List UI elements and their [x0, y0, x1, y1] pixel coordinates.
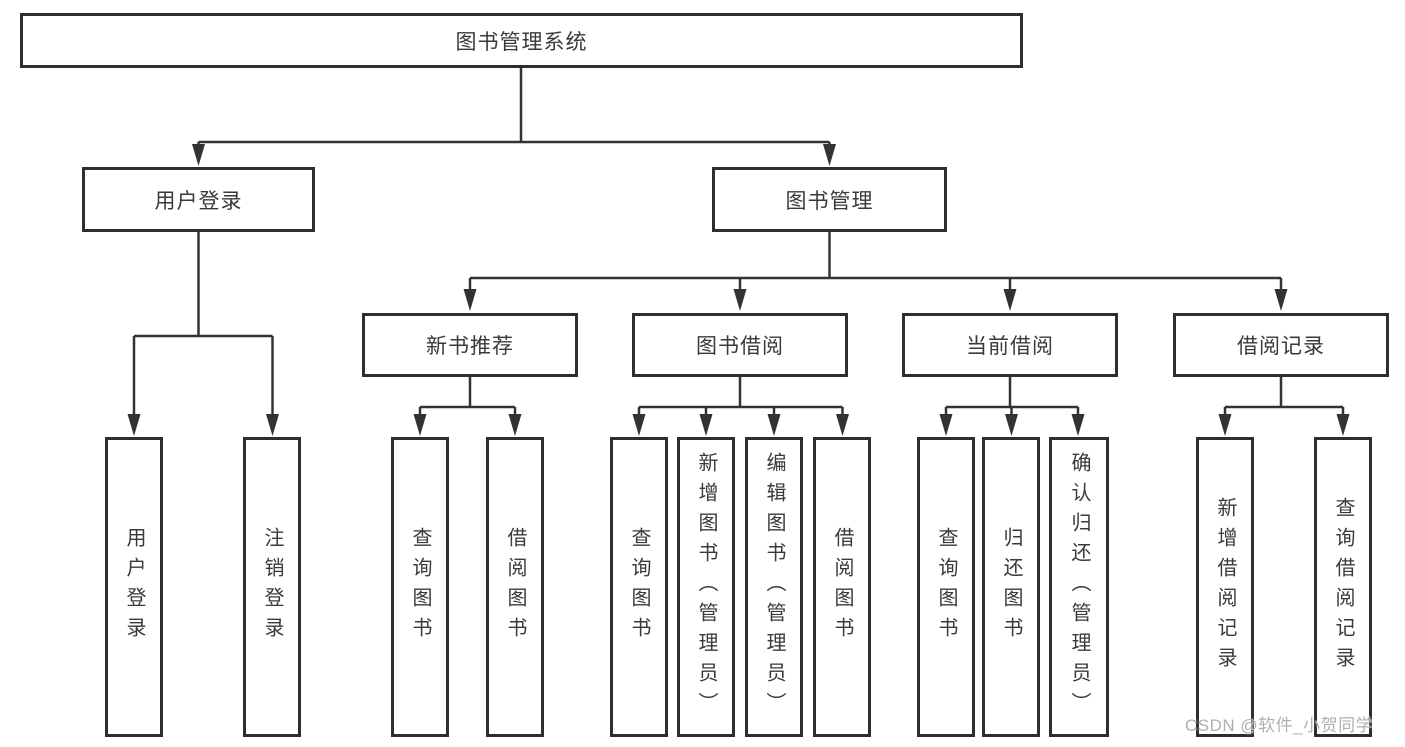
- leaf-borrowing-borrow-books: 借阅图书: [813, 437, 871, 737]
- node-root: 图书管理系统: [20, 13, 1023, 68]
- leaf-add-book-admin-label: 新增图书（管理员）: [695, 452, 717, 722]
- leaf-logout: 注销登录: [243, 437, 301, 737]
- node-current-borrowing: 当前借阅: [902, 313, 1118, 377]
- leaf-recommend-query-books-label: 查询图书: [409, 527, 431, 647]
- csdn-watermark: CSDN @软件_小贺同学: [1185, 716, 1374, 735]
- leaf-add-book-admin: 新增图书（管理员）: [677, 437, 735, 737]
- node-borrowing-records: 借阅记录: [1173, 313, 1389, 377]
- leaf-edit-book-admin: 编辑图书（管理员）: [745, 437, 803, 737]
- arrowhead-icons: [127, 144, 1350, 436]
- leaf-user-login-label: 用户登录: [123, 527, 145, 647]
- leaf-recommend-query-books: 查询图书: [391, 437, 449, 737]
- leaf-recommend-borrow-books: 借阅图书: [486, 437, 544, 737]
- node-book-borrowing-label: 图书借阅: [696, 335, 784, 358]
- leaf-query-borrow-record-label: 查询借阅记录: [1332, 497, 1354, 677]
- leaf-return-book: 归还图书: [982, 437, 1040, 737]
- leaf-confirm-return-admin-label: 确认归还（管理员）: [1068, 452, 1090, 722]
- leaf-edit-book-admin-label: 编辑图书（管理员）: [763, 452, 785, 722]
- node-root-label: 图书管理系统: [455, 30, 588, 54]
- node-book-borrowing: 图书借阅: [632, 313, 848, 377]
- node-book-management: 图书管理: [712, 167, 947, 232]
- leaf-user-login: 用户登录: [105, 437, 163, 737]
- leaf-query-borrow-record: 查询借阅记录: [1314, 437, 1372, 737]
- leaf-current-query-books: 查询图书: [917, 437, 975, 737]
- node-book-management-label: 图书管理: [785, 189, 874, 213]
- tree-edges: [132, 68, 1345, 416]
- leaf-return-book-label: 归还图书: [1000, 527, 1022, 647]
- leaf-borrowing-query-books: 查询图书: [610, 437, 668, 737]
- node-current-borrowing-label: 当前借阅: [966, 335, 1054, 358]
- node-user-login: 用户登录: [82, 167, 315, 232]
- leaf-logout-label: 注销登录: [261, 527, 283, 647]
- leaf-current-query-books-label: 查询图书: [935, 527, 957, 647]
- leaf-add-borrow-record-label: 新增借阅记录: [1214, 497, 1236, 677]
- node-borrowing-records-label: 借阅记录: [1237, 335, 1325, 358]
- leaf-add-borrow-record: 新增借阅记录: [1196, 437, 1254, 737]
- node-user-login-label: 用户登录: [154, 189, 243, 213]
- node-new-book-recommendation-label: 新书推荐: [426, 335, 514, 358]
- leaf-recommend-borrow-books-label: 借阅图书: [504, 527, 526, 647]
- leaf-borrowing-query-books-label: 查询图书: [628, 527, 650, 647]
- leaf-confirm-return-admin: 确认归还（管理员）: [1049, 437, 1109, 737]
- leaf-borrowing-borrow-books-label: 借阅图书: [831, 527, 853, 647]
- node-new-book-recommendation: 新书推荐: [362, 313, 578, 377]
